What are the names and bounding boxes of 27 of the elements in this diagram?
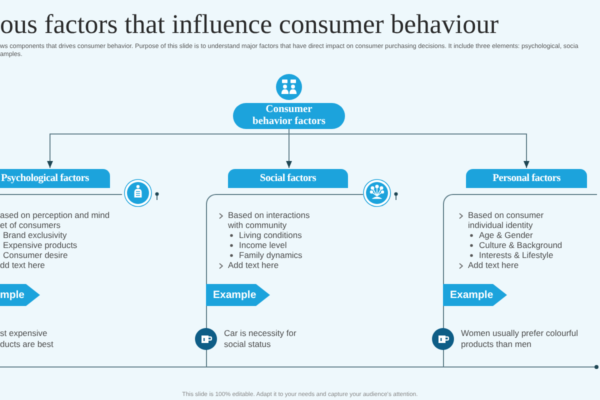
list-item-text: Add text here: [228, 260, 279, 270]
example-tag: mple: [0, 284, 40, 306]
list-item-text: Consumer desire: [3, 250, 68, 260]
list-item-text: ased on perception and mind et of consumers: [0, 210, 111, 230]
list-item-text: Interests & Lifestyle: [479, 250, 554, 260]
example-text: Car is necessity for social status: [224, 328, 298, 349]
slide-title: ous factors that influence consumer behaviour: [0, 8, 499, 40]
list-item-text: Based on consumer individual identity: [468, 210, 545, 230]
example-text: Women usually prefer colourful products than men: [461, 328, 580, 349]
list-item-text: Based on interactions with community: [228, 210, 311, 230]
arrow: [288, 128, 530, 168]
list-item-text: Living conditions: [239, 230, 302, 240]
list-item-text: Expensive products: [3, 240, 78, 250]
list-item-text: Brand exclusivity: [3, 230, 67, 240]
list-item-text: Family dynamics: [239, 250, 302, 260]
category-pill: Consumer behavior factors: [233, 103, 345, 129]
list-item-text: Income level: [239, 240, 287, 250]
header-tab: Personal factors: [466, 169, 587, 188]
list-item-text: Culture & Background: [479, 240, 562, 250]
example-tag: Example: [206, 284, 270, 306]
list-item-text: dd text here: [0, 260, 45, 270]
example-tag: Example: [443, 284, 507, 306]
example-text: st expensive ducts are best: [0, 328, 54, 349]
header-tab: Psychological factors: [0, 169, 110, 188]
header-tab: Social factors: [228, 169, 348, 188]
list-item-text: Add text here: [468, 260, 519, 270]
list-item-text: Age & Gender: [479, 230, 533, 240]
